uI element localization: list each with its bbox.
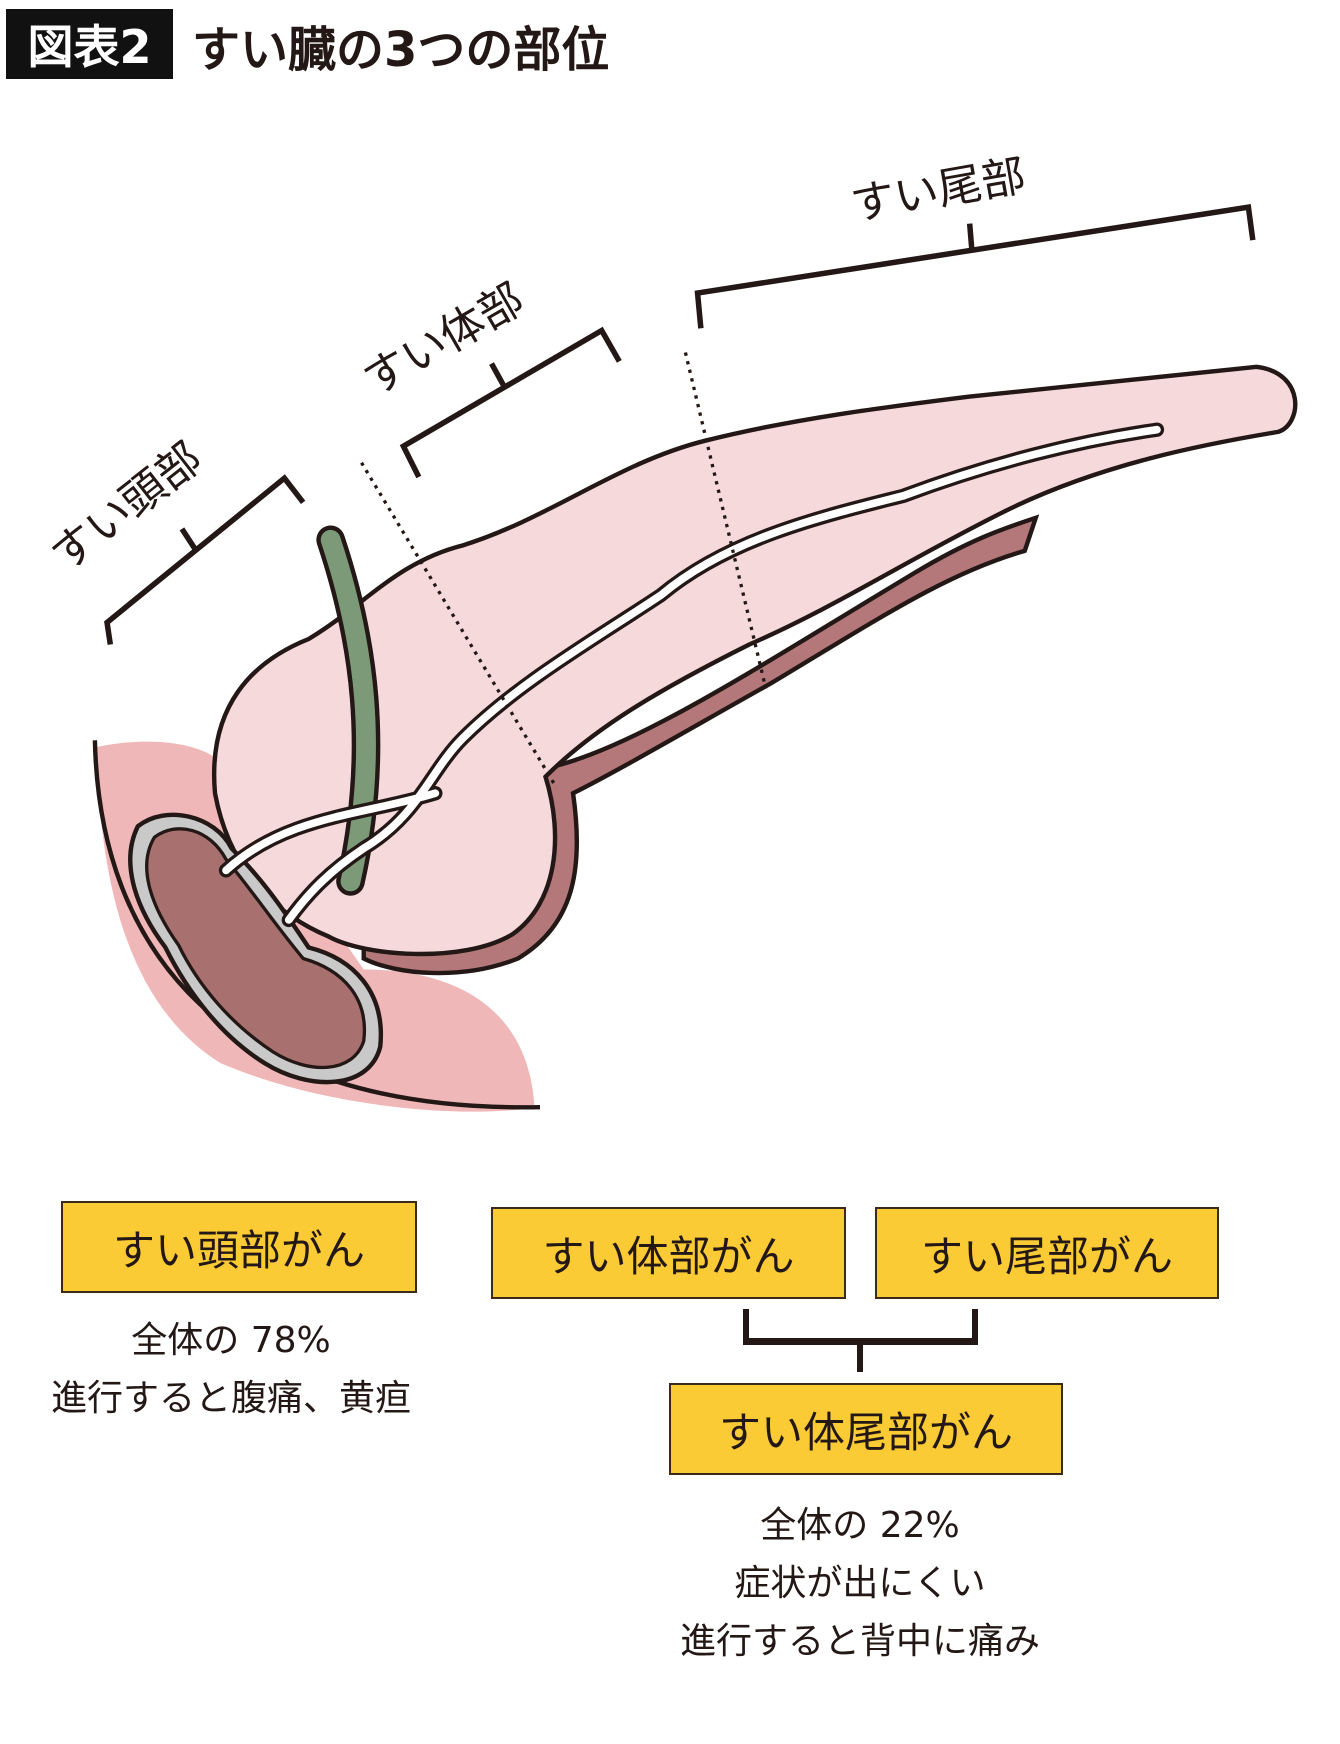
tail-bracket [694, 203, 1256, 329]
body-tail-symptom-2: 進行すると背中に痛み [679, 1621, 1040, 1662]
head-symptom: 進行すると腹痛、黄疸 [50, 1378, 411, 1419]
page-title: すい臓の3つの部位 [192, 22, 610, 78]
body-bracket [399, 326, 622, 479]
head-body-divider [360, 461, 558, 789]
body-tail-cancer-box: すい体尾部がん [669, 1383, 1063, 1475]
body-tail-notes: 全体の 22% 症状が出にくい 進行すると背中に痛み [620, 1497, 1100, 1671]
connector-stem [857, 1344, 863, 1372]
pancreas [211, 364, 1298, 957]
head-bracket [104, 474, 306, 645]
bile-duct [320, 529, 376, 892]
connector-left [743, 1309, 749, 1344]
body-cancer-box: すい体部がん [491, 1207, 846, 1299]
head-cancer-notes: 全体の 78% 進行すると腹痛、黄疸 [0, 1312, 462, 1428]
connector-bar [743, 1338, 978, 1345]
tail-cancer-box: すい尾部がん [875, 1207, 1219, 1299]
connector-right [972, 1309, 978, 1344]
body-tail-share: 全体の 22% [760, 1505, 960, 1546]
region-label-tail: すい尾部 [847, 150, 1029, 231]
head-cancer-box: すい頭部がん [61, 1201, 417, 1293]
body-tail-symptom-1: 症状が出にくい [734, 1563, 986, 1604]
head-share: 全体の 78% [131, 1320, 331, 1361]
figure-label: 図表2 [6, 9, 173, 79]
pancreatic-duct [222, 425, 1161, 924]
